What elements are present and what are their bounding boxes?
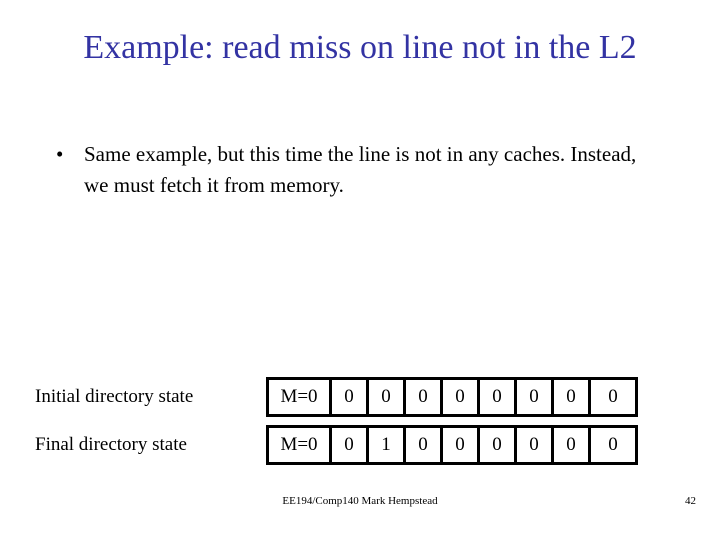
directory-cell-state: M=0 [269,380,332,414]
body-content: • Same example, but this time the line i… [54,139,658,201]
directory-cell-bit: 0 [443,428,480,462]
table-row: Initial directory state M=0 0 0 0 0 0 0 … [35,377,638,417]
table-row: Final directory state M=0 0 1 0 0 0 0 0 … [35,425,638,465]
directory-cell-bit: 0 [406,428,443,462]
directory-cell-bit: 0 [554,380,591,414]
directory-cell-bit: 1 [369,428,406,462]
list-item-text: Same example, but this time the line is … [84,142,637,197]
directory-cell-bit: 0 [406,380,443,414]
directory-cell-bit: 0 [554,428,591,462]
directory-cell-bit: 0 [480,428,517,462]
directory-cell-bit: 0 [517,428,554,462]
bullet-dot-icon: • [56,142,64,166]
directory-cell-bit: 0 [608,434,618,455]
directory-cell-bit: 0 [480,380,517,414]
directory-cells-initial: M=0 0 0 0 0 0 0 0 0 [266,377,638,417]
directory-cell-bit: 0 [517,380,554,414]
page-title: Example: read miss on line not in the L2 [83,29,637,66]
list-item: • Same example, but this time the line i… [54,139,658,201]
directory-cell-bit: 0 [608,386,618,407]
footer-credit: EE194/Comp140 Mark Hempstead [282,495,438,507]
directory-cell-bit: 0 [443,380,480,414]
page-number: 42 [685,495,696,507]
directory-cell-bit: 0 [369,380,406,414]
row-label-final-directory-state: Final directory state [35,434,187,455]
directory-cells-final: M=0 0 1 0 0 0 0 0 0 [266,425,638,465]
row-label-initial-directory-state: Initial directory state [35,386,194,407]
directory-cell-state: M=0 [269,428,332,462]
directory-cell-bit: 0 [332,428,369,462]
directory-cell-bit: 0 [332,380,369,414]
